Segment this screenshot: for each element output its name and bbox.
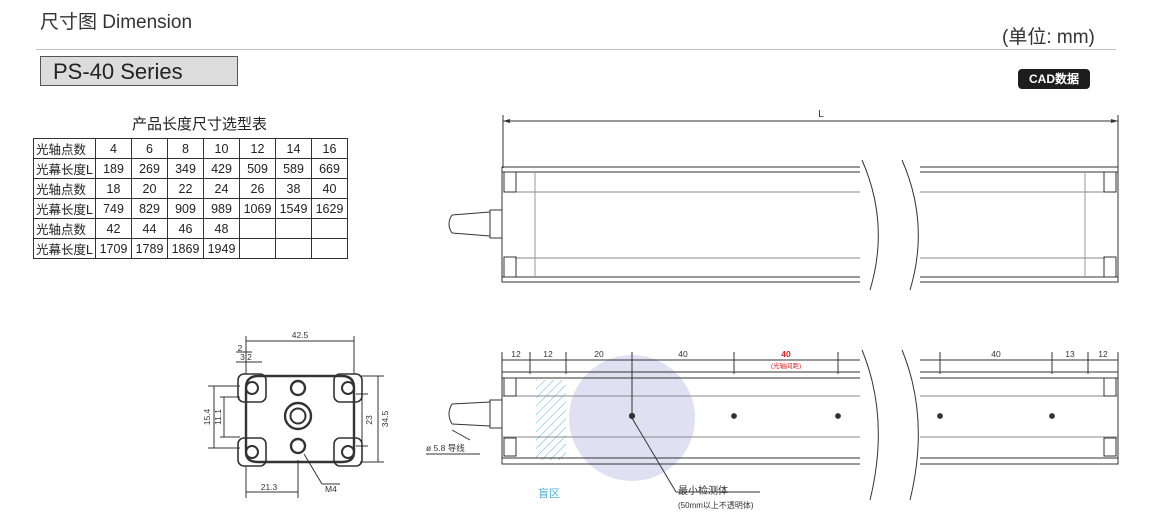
dim-label-L: L <box>818 109 824 120</box>
dim-front-4: 40 <box>678 349 688 359</box>
dim-section-small-1: 2 <box>238 343 243 353</box>
table-cell: 1789 <box>131 238 168 259</box>
row-label: 光幕长度L <box>33 238 96 259</box>
top-view <box>448 115 1119 291</box>
table-cell: 1949 <box>203 238 240 259</box>
header-divider <box>36 49 1116 50</box>
dim-section-right-inner: 23 <box>364 415 374 425</box>
dim-front-3: 20 <box>594 349 604 359</box>
table-cell: 42 <box>95 218 132 239</box>
dim-front-8: 12 <box>1098 349 1108 359</box>
dim-front-1: 12 <box>511 349 521 359</box>
dim-front-pitch: 40 <box>781 349 791 359</box>
table-cell: 20 <box>131 178 168 199</box>
blind-zone-hatch <box>536 380 566 460</box>
min-object-note: (50mm以上不透明体) <box>678 500 754 510</box>
table-cell: 429 <box>203 158 240 179</box>
table-cell: 12 <box>239 138 276 159</box>
table-cell: 48 <box>203 218 240 239</box>
dim-front-6: 40 <box>991 349 1001 359</box>
thread-label: M4 <box>325 484 337 494</box>
row-label: 光幕长度L <box>33 158 96 179</box>
dim-section-left-outer: 15.4 <box>202 408 212 425</box>
pitch-label: (光轴间距) <box>771 361 801 370</box>
table-cell <box>311 238 348 259</box>
table-title: 产品长度尺寸选型表 <box>132 116 268 133</box>
table-cell: 1629 <box>311 198 348 219</box>
cable-label: ø 5.8 导线 <box>426 443 465 453</box>
dim-section-right-outer: 34.5 <box>380 410 390 427</box>
unit-label: (单位: mm) <box>1002 27 1095 48</box>
cad-data-button[interactable]: CAD数据 <box>1018 69 1090 89</box>
dim-section-small-2: 3.2 <box>240 352 252 362</box>
series-label: PS-40 Series <box>40 56 238 86</box>
section-view <box>208 336 384 498</box>
page-title: 尺寸图 Dimension <box>40 12 193 33</box>
dim-front-7: 13 <box>1065 349 1075 359</box>
dim-front-2: 12 <box>543 349 553 359</box>
table-cell: 16 <box>311 138 348 159</box>
table-cell: 1869 <box>167 238 204 259</box>
front-view <box>426 345 1119 505</box>
dim-section-left-inner: 11.1 <box>213 409 223 425</box>
table-cell: 189 <box>95 158 132 179</box>
min-object-label: 最小检测体 <box>678 484 728 497</box>
dim-section-bottom: 21.3 <box>261 482 278 492</box>
table-cell: 44 <box>131 218 168 239</box>
dim-section-width: 42.5 <box>292 330 309 340</box>
blind-zone-label: 盲区 <box>538 486 560 500</box>
